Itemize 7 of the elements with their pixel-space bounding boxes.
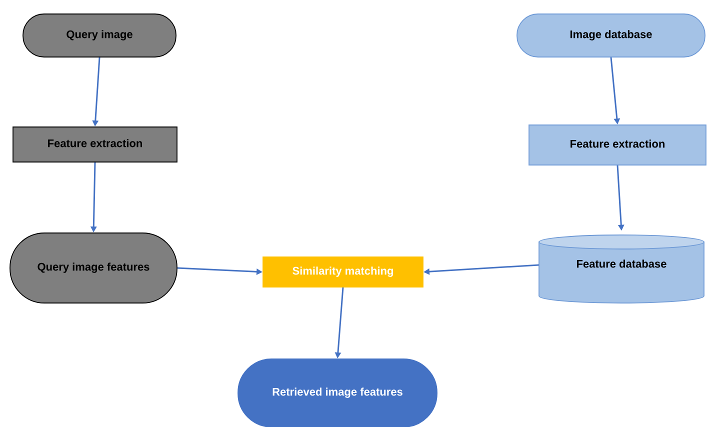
start-terminal: Image database (516, 14, 706, 58)
process-box: Similarity matching (262, 256, 424, 288)
end-terminal: Retrieved image features (238, 358, 438, 427)
database-cylinder: Feature database (538, 234, 704, 304)
process-box: Feature extraction (528, 124, 706, 166)
start-terminal: Query image (22, 14, 176, 58)
process-box: Feature extraction (12, 126, 178, 162)
